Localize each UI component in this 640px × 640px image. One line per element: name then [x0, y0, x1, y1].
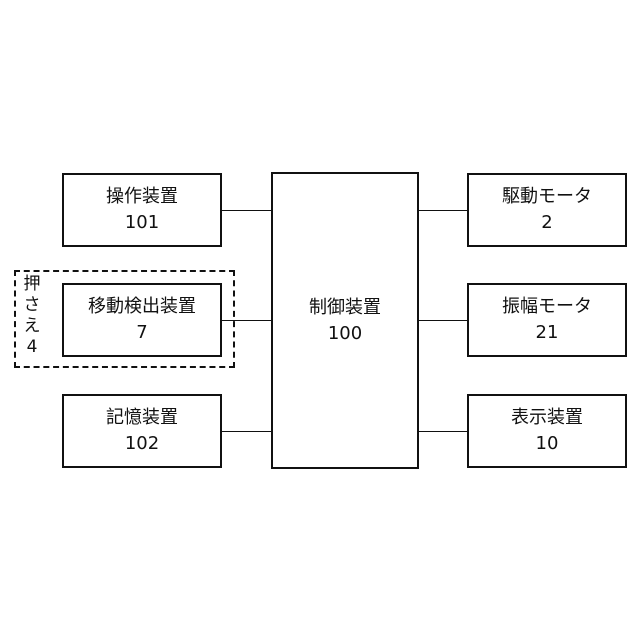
press-label-char-1: 押 — [21, 274, 43, 295]
connector-controller-to-display — [419, 431, 467, 432]
block-title: 操作装置 — [106, 184, 178, 210]
block-number: 101 — [125, 210, 159, 236]
block-title: 振幅モータ — [502, 294, 592, 320]
block-title: 制御装置 — [309, 295, 381, 321]
block-title: 移動検出装置 — [88, 294, 196, 320]
block-operation-device: 操作装置 101 — [62, 173, 222, 247]
block-movement-detector: 移動検出装置 7 — [62, 283, 222, 357]
block-number: 21 — [536, 320, 559, 346]
block-number: 7 — [136, 320, 147, 346]
block-title: 駆動モータ — [502, 184, 592, 210]
block-drive-motor: 駆動モータ 2 — [467, 173, 627, 247]
press-group-label: 押 さ え 4 — [21, 274, 43, 358]
block-number: 2 — [541, 210, 552, 236]
block-title: 記憶装置 — [106, 405, 178, 431]
press-label-number: 4 — [21, 337, 43, 358]
connector-operation-to-controller — [222, 210, 271, 211]
press-label-char-2: さ — [21, 295, 43, 316]
press-label-char-3: え — [21, 316, 43, 337]
block-number: 10 — [536, 431, 559, 457]
connector-controller-to-drive-motor — [419, 210, 467, 211]
block-amplitude-motor: 振幅モータ 21 — [467, 283, 627, 357]
block-number: 102 — [125, 431, 159, 457]
connector-storage-to-controller — [222, 431, 271, 432]
connector-controller-to-amplitude-motor — [419, 320, 467, 321]
block-display-device: 表示装置 10 — [467, 394, 627, 468]
block-controller: 制御装置 100 — [271, 172, 419, 469]
block-storage-device: 記憶装置 102 — [62, 394, 222, 468]
block-number: 100 — [328, 321, 362, 347]
connector-detector-to-controller — [222, 320, 271, 321]
block-title: 表示装置 — [511, 405, 583, 431]
